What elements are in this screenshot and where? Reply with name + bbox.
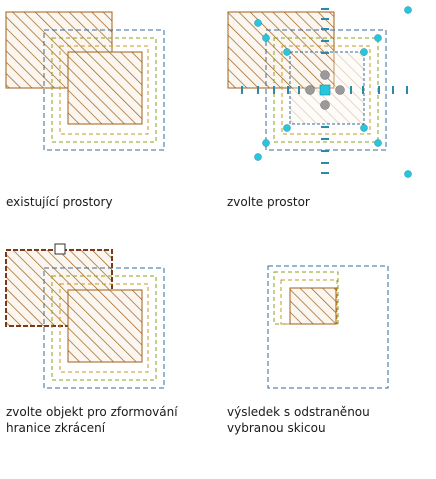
outer-space-boundary — [43, 29, 165, 151]
vertical-edge-grips — [321, 8, 329, 174]
corner-grips[interactable] — [254, 6, 412, 178]
core-space-hatched — [67, 51, 143, 125]
horizontal-edge-grips — [241, 86, 408, 94]
caption-result-line2: vybranou skicou — [227, 421, 326, 435]
caption-result-line1: výsledek s odstraněnou — [227, 405, 370, 419]
panel-select-object — [5, 243, 165, 389]
caption-select-object-line2: hranice zkrácení — [6, 421, 106, 435]
trimmed-space-hatched — [289, 287, 337, 325]
center-move-grips[interactable] — [305, 70, 345, 110]
caption-existing-spaces: existující prostory — [6, 195, 113, 209]
panel-result — [267, 265, 389, 389]
inner-space-boundary — [281, 45, 371, 135]
selection-grip-square[interactable] — [54, 243, 66, 255]
core-space-hatched — [67, 289, 143, 363]
panel-select-space — [227, 6, 412, 178]
caption-select-object-line1: zvolte objekt pro zformování — [6, 405, 178, 419]
center-grip-square[interactable] — [319, 84, 331, 96]
panel-existing-spaces — [5, 11, 165, 151]
middle-space-boundary — [51, 37, 157, 143]
middle-space-boundary — [51, 275, 157, 381]
outer-space-boundary — [43, 267, 165, 389]
caption-select-space: zvolte prostor — [227, 195, 310, 209]
outer-space-boundary — [267, 265, 389, 389]
inner-space-boundary — [59, 283, 149, 373]
inner-space-boundary — [59, 45, 149, 135]
